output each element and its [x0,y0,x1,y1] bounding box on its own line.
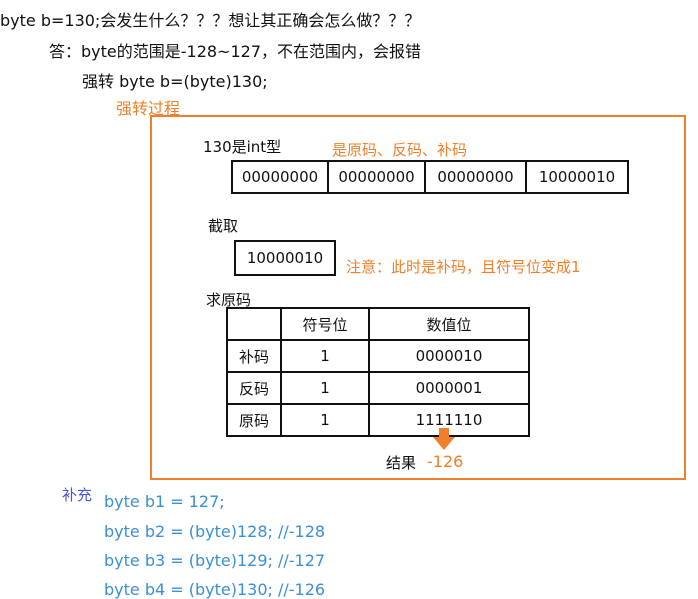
int-label: 130是int型 [203,138,282,156]
process-frame [150,115,686,480]
byte-cell: 00000000 [329,162,426,192]
result-value: -126 [427,452,464,471]
code-line: byte b4 = (byte)130; //-126 [104,580,326,599]
row-name: 原码 [226,403,282,437]
row-name: 补码 [226,339,282,373]
row-value: 0000001 [368,371,530,405]
process-label: 强转过程 [116,99,181,118]
result-label: 结果 [386,454,417,472]
table-row: 反码 1 0000001 [226,371,530,405]
table-header-row: 符号位 数值位 [226,307,530,341]
int-bytes-row: 00000000 00000000 00000000 10000010 [231,160,629,194]
supplement-label: 补充 [62,486,93,504]
table-header [226,307,282,341]
answer-line: 答：byte的范围是-128~127，不在范围内，会报错 [49,42,422,61]
question-line: byte b=130;会发生什么？？？想让其正确会怎么做？？？ [0,11,421,30]
row-sign: 1 [280,371,370,405]
int-note: 是原码、反码、补码 [332,141,468,159]
truncate-note: 注意：此时是补码，且符号位变成1 [346,258,581,276]
code-line: byte b2 = (byte)128; //-128 [104,522,326,541]
byte-cell: 10000010 [538,168,616,186]
truncate-label: 截取 [208,217,239,235]
table-row: 补码 1 0000010 [226,339,530,373]
truncated-byte: 10000010 [234,240,336,276]
arrow-down-icon [433,428,455,450]
table-header: 数值位 [368,307,530,341]
code-line: byte b1 = 127; [104,492,225,511]
code-table: 符号位 数值位 补码 1 0000010 反码 1 0000001 原码 1 1… [226,307,530,437]
original-code-label: 求原码 [206,291,252,309]
row-value: 0000010 [368,339,530,373]
byte-cell: 00000000 [233,162,329,192]
table-row: 原码 1 1111110 [226,403,530,437]
cast-statement: 强转 byte b=(byte)130; [82,72,268,91]
byte-cell: 00000000 [426,162,527,192]
row-name: 反码 [226,371,282,405]
row-sign: 1 [280,403,370,437]
table-header: 符号位 [280,307,370,341]
code-line: byte b3 = (byte)129; //-127 [104,551,326,570]
row-sign: 1 [280,339,370,373]
